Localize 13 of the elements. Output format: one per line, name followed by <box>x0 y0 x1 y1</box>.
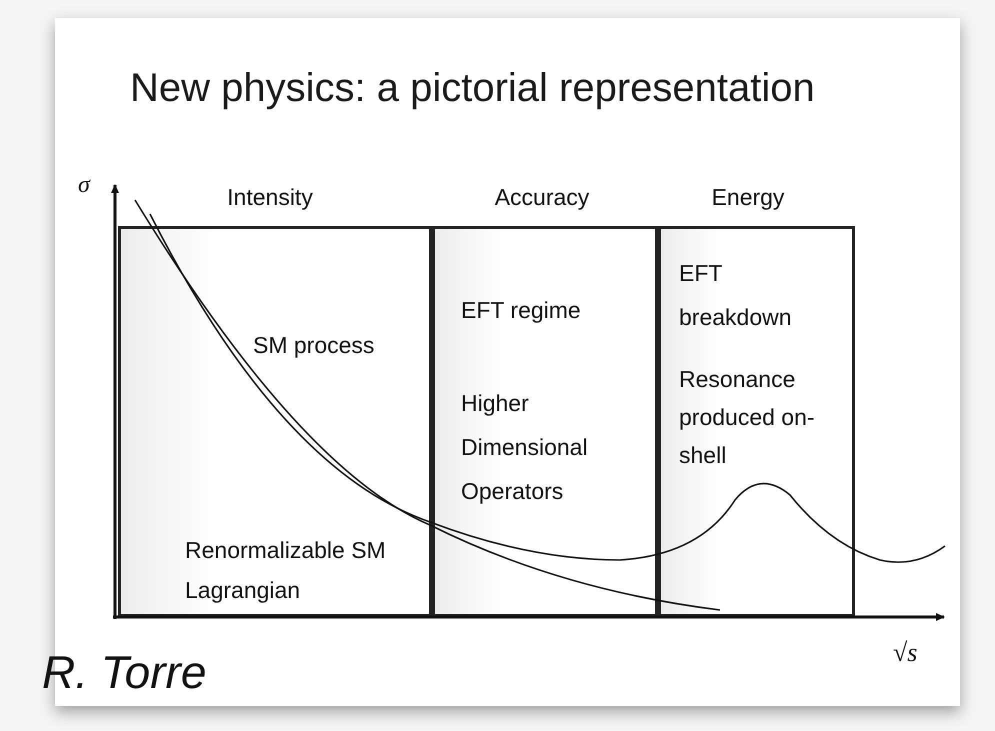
axis-label: σ <box>78 172 90 199</box>
region-label: SM process <box>253 331 376 360</box>
region-label: Renormalizable SM Lagrangian <box>185 536 387 605</box>
slide-title: New physics: a pictorial representation <box>130 66 815 111</box>
author-credit: R. Torre <box>42 645 206 699</box>
region-label: Resonance produced on-shell <box>679 365 816 470</box>
region-heading: Accuracy <box>494 184 590 211</box>
region-label: Higher Dimensional Operators <box>461 389 589 506</box>
region-heading: Intensity <box>227 184 313 211</box>
axis-label: √s <box>893 638 918 668</box>
region-heading: Energy <box>712 184 784 211</box>
region-label: EFT breakdown <box>679 259 793 332</box>
region-label: EFT regime <box>461 296 582 325</box>
